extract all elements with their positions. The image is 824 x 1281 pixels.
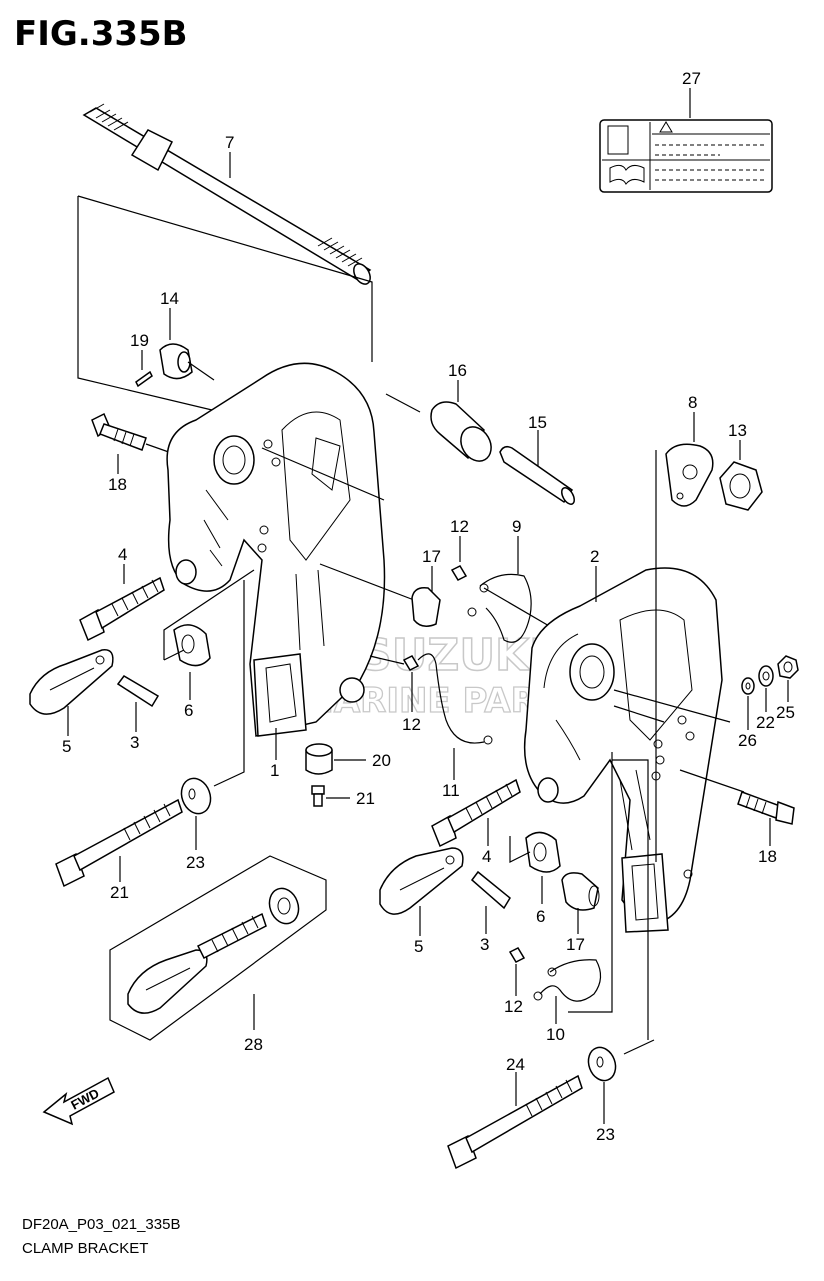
callout-18-upper: 18 (108, 475, 127, 494)
ground-bolt-upper[interactable] (450, 565, 468, 581)
clamp-bracket-starboard[interactable] (523, 567, 723, 933)
forward-arrow-icon: FWD (42, 1076, 115, 1126)
callout-17-lower: 17 (566, 935, 585, 954)
callout-3-lower: 3 (480, 935, 489, 954)
flat-washer-right[interactable] (584, 1044, 620, 1085)
callout-1: 1 (270, 761, 279, 780)
long-bolt-left[interactable] (55, 798, 183, 888)
callout-5-upper: 5 (62, 737, 71, 756)
callout-4-lower: 4 (482, 847, 491, 866)
callout-28: 28 (244, 1035, 263, 1054)
adjust-screw-left[interactable] (79, 576, 165, 642)
callout-9: 9 (512, 517, 521, 536)
callout-22: 22 (756, 713, 775, 732)
callout-13: 13 (728, 421, 747, 440)
stopper-bolt[interactable] (311, 785, 325, 807)
callout-23-lower: 23 (596, 1125, 615, 1144)
callout-7: 7 (225, 133, 234, 152)
clamp-handle-left[interactable] (29, 649, 114, 715)
callout-23-upper: 23 (186, 853, 205, 872)
long-bolt-lower[interactable] (447, 1074, 583, 1170)
callout-19: 19 (130, 331, 149, 350)
pivot-pin[interactable] (499, 445, 577, 507)
hex-nut-small[interactable] (777, 655, 799, 679)
clamp-handle-right[interactable] (379, 847, 464, 915)
ground-bolt-lower[interactable] (508, 947, 526, 963)
clamp-bracket-port[interactable] (166, 362, 386, 737)
callout-27: 27 (682, 69, 701, 88)
collar-upper[interactable] (411, 586, 441, 627)
bolt-right[interactable] (737, 791, 795, 825)
callout-5-lower: 5 (414, 937, 423, 956)
collar-lower[interactable] (561, 872, 600, 911)
handle-pin-right[interactable] (470, 870, 511, 910)
callout-14: 14 (160, 289, 179, 308)
callout-3-upper: 3 (130, 733, 139, 752)
callout-26: 26 (738, 731, 757, 750)
callout-12-middle: 12 (402, 715, 421, 734)
gasket[interactable] (665, 443, 714, 507)
adjust-screw-right[interactable] (431, 778, 521, 848)
callout-21-small: 21 (356, 789, 375, 808)
warning-label (599, 119, 773, 193)
callout-15: 15 (528, 413, 547, 432)
callout-11: 11 (442, 781, 460, 800)
ground-bolt-middle[interactable] (402, 655, 420, 671)
flat-washer-left[interactable] (177, 774, 216, 817)
pad-right[interactable] (525, 831, 561, 873)
callout-16: 16 (448, 361, 467, 380)
cotter-pin[interactable] (135, 370, 153, 388)
callout-12-upper: 12 (450, 517, 469, 536)
bolt-left[interactable] (91, 412, 147, 451)
callout-2: 2 (590, 547, 599, 566)
callout-17-upper: 17 (422, 547, 441, 566)
washer-small[interactable] (741, 677, 755, 695)
pad-left[interactable] (173, 624, 211, 667)
callout-25: 25 (776, 703, 795, 722)
lock-nut[interactable] (719, 461, 763, 511)
callout-6-lower: 6 (536, 907, 545, 926)
flanged-bushing[interactable] (430, 401, 497, 467)
callout-20: 20 (372, 751, 391, 770)
bushing[interactable] (159, 343, 193, 380)
callout-6-upper: 6 (184, 701, 193, 720)
callout-18-lower: 18 (758, 847, 777, 866)
clamp-screw-assembly[interactable] (109, 855, 327, 1041)
lock-washer[interactable] (758, 665, 774, 687)
handle-pin-left[interactable] (116, 675, 160, 708)
callout-8: 8 (688, 393, 697, 412)
watermark-brand: SUZUKI (360, 630, 546, 681)
callout-labels: 7 27 14 19 18 16 15 8 13 4 12 9 17 2 6 5… (62, 69, 795, 1144)
callout-10: 10 (546, 1025, 565, 1044)
rubber-stopper[interactable] (305, 743, 333, 775)
tilt-rod[interactable] (82, 103, 374, 287)
ground-wire-bottom[interactable] (533, 959, 602, 1002)
callout-21-large: 21 (110, 883, 129, 902)
diagram-name: CLAMP BRACKET (22, 1240, 149, 1257)
diagram-code: DF20A_P03_021_335B (22, 1216, 181, 1233)
callout-12-lower: 12 (504, 997, 523, 1016)
callout-24: 24 (506, 1055, 525, 1074)
callout-4-upper: 4 (118, 545, 127, 564)
ground-wire-lower[interactable] (417, 653, 493, 745)
ground-wire-upper[interactable] (467, 573, 532, 643)
figure-title: FIG.335B (14, 14, 188, 54)
